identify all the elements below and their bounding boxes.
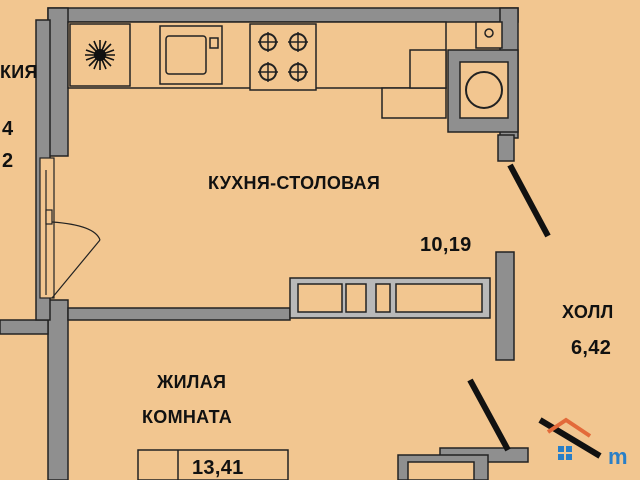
shelf-3 (375, 283, 391, 313)
living-name-line1: ЖИЛАЯ (157, 372, 227, 392)
counter-return (381, 87, 447, 119)
living-name-line2: КОМНАТА (142, 407, 233, 427)
watermark-text: m (608, 444, 628, 469)
left-wall-upper (47, 7, 69, 157)
hall-name: ХОЛЛ (562, 302, 614, 322)
wardrobe (137, 449, 289, 480)
washer-icon (69, 23, 131, 87)
shelf-4 (395, 283, 483, 313)
partition-shelving (297, 283, 483, 313)
lower-door-leaves (467, 378, 602, 459)
kitchen-area: 10,19 (420, 234, 472, 256)
boiler-icon (447, 49, 519, 133)
top-wall (47, 7, 519, 23)
kitchen-name: КУХНЯ-СТОЛОВАЯ (208, 173, 381, 193)
counter-corner (409, 49, 447, 89)
bath-fixture-icon (407, 461, 475, 480)
door-swing-icon (39, 157, 101, 299)
balcony-wall (0, 319, 49, 335)
hall-door-leaf (497, 134, 551, 238)
sink-icon (159, 25, 223, 85)
balcony-name: КИЯ (0, 62, 38, 82)
partition-wall (67, 307, 291, 321)
stove-icon (249, 23, 317, 91)
living-area: 13,41 (192, 457, 244, 479)
house-logo-icon (546, 417, 592, 460)
hall-divider-wall (495, 251, 515, 361)
left-wall-lower (47, 299, 69, 480)
balcony-area-top: 4 (2, 118, 14, 140)
balcony-area-bottom: 2 (2, 150, 14, 172)
shelf-1 (297, 283, 343, 313)
oven-icon (475, 21, 503, 49)
hall-area: 6,42 (571, 337, 612, 359)
shelf-2 (345, 283, 367, 313)
